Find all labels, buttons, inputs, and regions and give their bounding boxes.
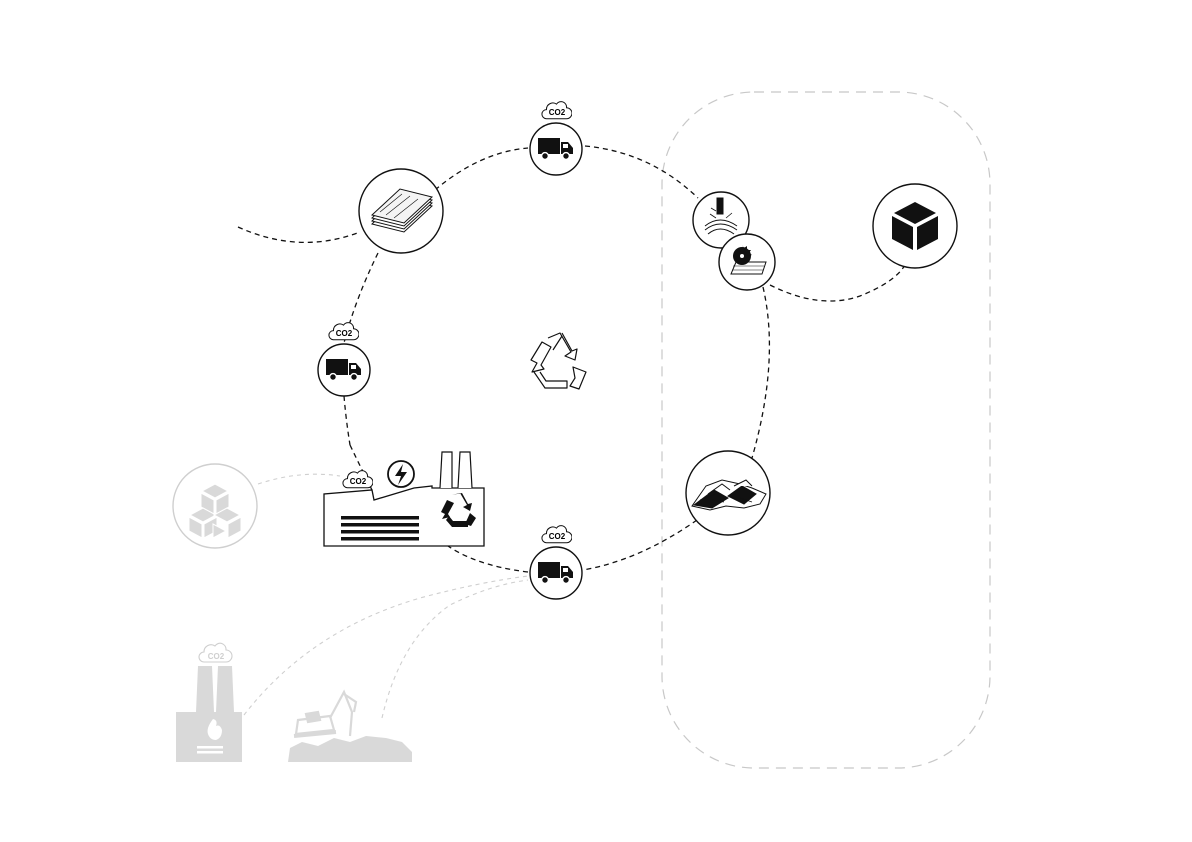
incinerator[interactable]: CO2 [176, 642, 242, 762]
processing-zone-border [661, 91, 991, 769]
truck-node-bottom[interactable]: CO2 [529, 525, 583, 600]
raw-material-node[interactable] [172, 463, 258, 549]
co2-cloud-factory: CO2 [342, 470, 373, 489]
drill-node[interactable] [692, 191, 750, 249]
factory-stripes [341, 516, 419, 541]
stacked-panels-icon [370, 188, 434, 233]
co2-cloud-top: CO2 [541, 101, 572, 120]
waste-connectors [243, 473, 529, 719]
wood-debris-pile-icon [691, 479, 767, 511]
recycling-factory[interactable]: CO2 [323, 451, 485, 547]
excavator-icon [293, 689, 358, 738]
debris-node[interactable] [685, 450, 771, 536]
co2-cloud-bottom: CO2 [541, 525, 572, 544]
panels-node[interactable] [358, 168, 444, 254]
landfill[interactable] [288, 689, 412, 762]
co2-label: CO2 [549, 532, 566, 541]
truck-node-top[interactable]: CO2 [529, 101, 583, 176]
drill-wood-icon [704, 197, 738, 235]
recycle-icon [530, 332, 587, 390]
material-loop [237, 145, 906, 573]
circular-saw-wood-icon [730, 245, 767, 275]
recycle-icon [441, 493, 476, 527]
co2-label: CO2 [350, 477, 367, 486]
fire-icon [207, 719, 222, 740]
cube-stack-icon [188, 483, 242, 539]
product-node[interactable] [872, 183, 958, 269]
saw-node[interactable] [718, 233, 776, 291]
co2-label: CO2 [549, 108, 566, 117]
co2-cloud-left: CO2 [328, 322, 359, 341]
solid-cube-icon [892, 202, 938, 250]
co2-cloud-incinerator: CO2 [198, 642, 233, 663]
lightning-power-icon [387, 460, 415, 488]
co2-label: CO2 [336, 329, 353, 338]
truck-node-left[interactable]: CO2 [317, 322, 371, 397]
co2-label: CO2 [208, 652, 225, 661]
